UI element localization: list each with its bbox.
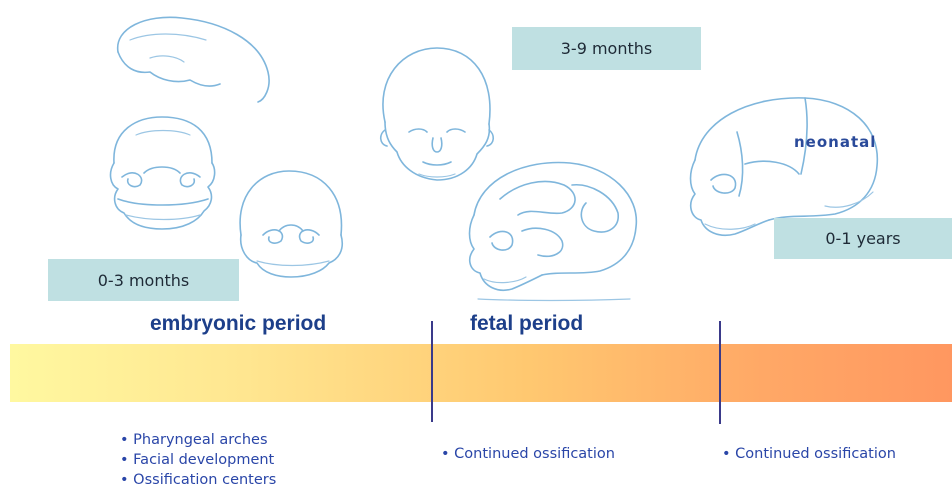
embryonic-period-title: embryonic period (150, 312, 326, 336)
age-label-0-3-months: 0-3 months (48, 259, 239, 301)
age-label-0-1-years: 0-1 years (774, 218, 952, 259)
neonatal-notes-list: Continued ossification (722, 444, 896, 464)
embryo-face-later-sketch (233, 165, 353, 285)
fetal-notes-list: Continued ossification (441, 444, 615, 464)
list-item: Ossification centers (120, 470, 276, 490)
fetal-period-title: fetal period (470, 312, 583, 336)
list-item: Pharyngeal arches (120, 430, 276, 450)
list-item: Continued ossification (441, 444, 615, 464)
neonatal-label: neonatal (794, 133, 876, 151)
embryo-face-front-sketch (100, 115, 230, 240)
timeline-divider-embryonic-fetal (431, 321, 433, 422)
list-item: Continued ossification (722, 444, 896, 464)
timeline-divider-fetal-neonatal (719, 321, 721, 424)
embryo-profile-sketch (110, 10, 280, 110)
age-label-3-9-months: 3-9 months (512, 27, 701, 70)
fetal-skull-sketch (460, 155, 650, 305)
embryonic-notes-list: Pharyngeal arches Facial development Oss… (120, 430, 276, 490)
list-item: Facial development (120, 450, 276, 470)
timeline-bar (10, 344, 952, 402)
